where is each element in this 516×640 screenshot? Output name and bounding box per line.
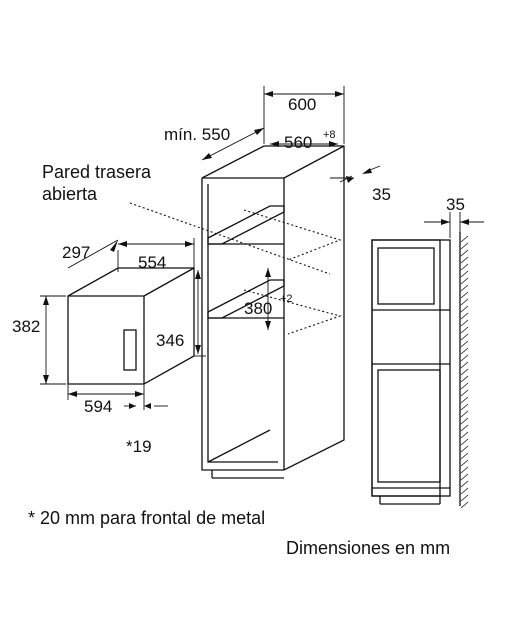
hatch-line bbox=[460, 291, 469, 299]
hatch-line bbox=[460, 396, 469, 404]
hatch-line bbox=[460, 333, 469, 341]
hatch-line bbox=[460, 389, 469, 397]
side-view bbox=[371, 212, 484, 509]
hatch-line bbox=[460, 361, 469, 369]
height-346-label: 346 bbox=[156, 331, 184, 350]
hatch-line bbox=[460, 340, 469, 348]
microwave-appliance bbox=[67, 267, 195, 385]
depth-297-label: 297 bbox=[62, 243, 90, 262]
hatch-line bbox=[460, 480, 469, 488]
width-600-label: 600 bbox=[288, 95, 316, 114]
wall-hatching bbox=[460, 235, 469, 509]
hatch-line bbox=[460, 403, 469, 411]
hatch-line bbox=[460, 466, 469, 474]
side-35-label: 35 bbox=[446, 195, 465, 214]
hatch-line bbox=[460, 298, 469, 306]
rear-wall-label-line2: abierta bbox=[42, 184, 98, 204]
hatch-line bbox=[460, 312, 469, 320]
hatch-line bbox=[460, 459, 469, 467]
hatch-line bbox=[460, 256, 469, 264]
cabinet-dimension-lines bbox=[201, 86, 381, 330]
hatch-line bbox=[460, 375, 469, 383]
hatch-line bbox=[460, 487, 469, 495]
niche-380-tolerance: +2 bbox=[280, 293, 293, 305]
hatch-line bbox=[460, 424, 469, 432]
width-560-tolerance: +8 bbox=[323, 129, 336, 141]
width-560-label: 560 bbox=[284, 133, 312, 152]
hatch-line bbox=[460, 494, 469, 502]
hatch-line bbox=[460, 242, 469, 250]
hatch-line bbox=[460, 368, 469, 376]
front-19-label: *19 bbox=[126, 437, 152, 456]
hatch-line bbox=[460, 410, 469, 418]
hatch-line bbox=[460, 305, 469, 313]
hatch-line bbox=[460, 382, 469, 390]
hatch-line bbox=[460, 473, 469, 481]
tall-cabinet bbox=[129, 145, 345, 479]
hatch-line bbox=[460, 270, 469, 278]
width-594-label: 594 bbox=[84, 397, 112, 416]
hatch-line bbox=[460, 417, 469, 425]
gap-35-label: 35 bbox=[372, 185, 391, 204]
microwave-dimension-lines bbox=[40, 238, 206, 410]
hatch-line bbox=[460, 452, 469, 460]
hatch-line bbox=[460, 319, 469, 327]
hatch-line bbox=[460, 431, 469, 439]
min-depth-label: mín. 550 bbox=[164, 125, 230, 144]
rear-wall-label-line1: Pared trasera bbox=[42, 162, 152, 182]
hatch-line bbox=[460, 438, 469, 446]
hatch-line bbox=[460, 263, 469, 271]
metal-front-note: * 20 mm para frontal de metal bbox=[28, 508, 265, 528]
hatch-line bbox=[460, 445, 469, 453]
hatch-line bbox=[460, 501, 469, 509]
hatch-line bbox=[460, 347, 469, 355]
hatch-line bbox=[460, 354, 469, 362]
niche-380-label: 380 bbox=[244, 299, 272, 318]
width-554-label: 554 bbox=[138, 253, 166, 272]
hatch-line bbox=[460, 249, 469, 257]
hatch-line bbox=[460, 277, 469, 285]
hatch-line bbox=[460, 284, 469, 292]
units-note: Dimensiones en mm bbox=[286, 538, 450, 558]
hatch-line bbox=[460, 326, 469, 334]
hatch-line bbox=[460, 235, 469, 243]
height-382-label: 382 bbox=[12, 317, 40, 336]
